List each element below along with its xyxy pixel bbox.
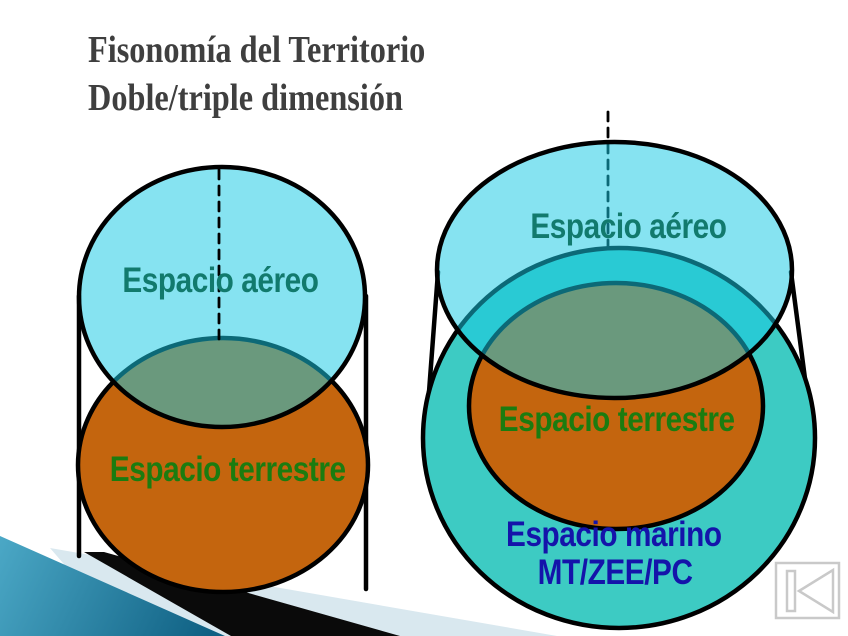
nav-triangle-glyph: [796, 567, 835, 615]
diagram-triple-dimension: [420, 110, 818, 631]
diagram-double-dimension: [75, 164, 371, 595]
nav-bar-glyph: [785, 569, 797, 613]
air-ellipse: [434, 139, 795, 401]
air-ellipse: [76, 164, 368, 430]
footer-teal-triangle: [0, 536, 225, 636]
go-to-first-slide-icon[interactable]: [774, 561, 841, 620]
slide-title-line-2: Doble/triple dimensión: [88, 77, 403, 119]
slide-title-line-1: Fisonomía del Territorio: [88, 29, 426, 71]
